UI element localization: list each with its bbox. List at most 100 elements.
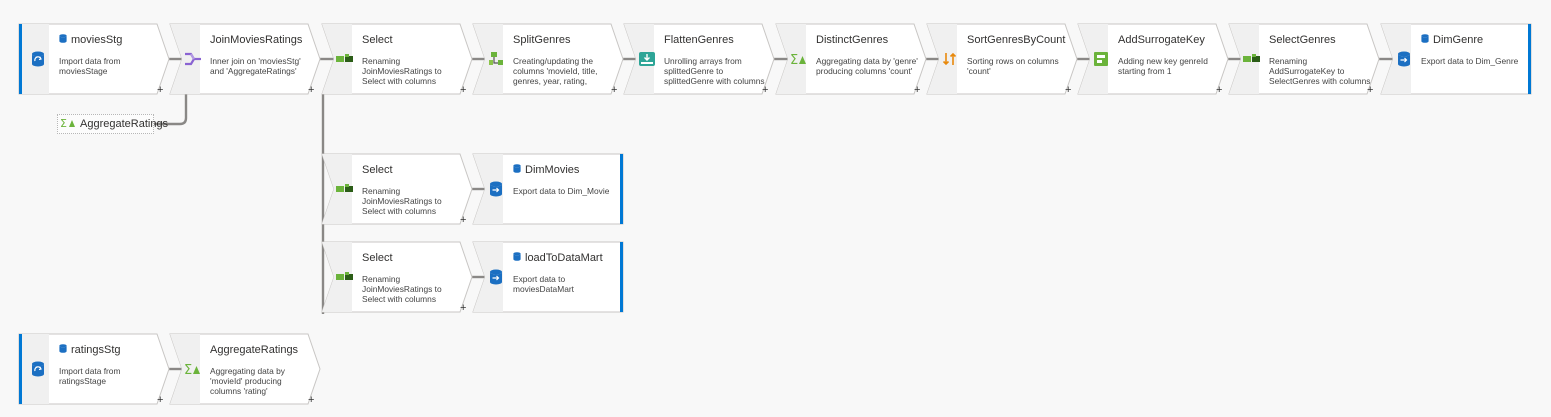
node-title-text: SelectGenres	[1269, 34, 1336, 46]
node-description: Sorting rows on columns 'count'	[967, 56, 1059, 76]
node-title: loadToDataMart	[513, 252, 603, 264]
svg-text:Σ: Σ	[790, 53, 798, 66]
node-title-text: SplitGenres	[513, 34, 571, 46]
node-shape	[775, 23, 927, 95]
source-icon	[23, 24, 53, 94]
node-description: Renaming JoinMoviesRatings to Select wit…	[362, 186, 442, 218]
node-title-text: Select	[362, 164, 393, 176]
aggregate-icon: Σ	[784, 24, 814, 94]
join-icon	[178, 24, 208, 94]
sink-icon	[481, 154, 511, 224]
node-title-text: AddSurrogateKey	[1118, 34, 1205, 46]
dataset-icon	[1421, 34, 1429, 46]
flatten-icon	[632, 24, 662, 94]
add-transform-button[interactable]: +	[157, 84, 164, 96]
select-icon	[330, 24, 360, 94]
node-description: Import data from ratingsStage	[59, 366, 121, 386]
node-shape	[472, 153, 624, 225]
add-transform-button[interactable]: +	[157, 394, 164, 406]
derived-column-icon	[481, 24, 511, 94]
node-title-text: FlattenGenres	[664, 34, 734, 46]
add-transform-button[interactable]: +	[611, 84, 618, 96]
add-transform-button[interactable]: +	[914, 84, 921, 96]
node-title-text: loadToDataMart	[525, 252, 603, 264]
add-transform-button[interactable]: +	[460, 214, 467, 226]
node-shape	[169, 333, 321, 405]
node-description: Export data to Dim_Movie	[513, 186, 610, 196]
node-title-text: AggregateRatings	[210, 344, 299, 356]
node-shape	[1380, 23, 1532, 95]
node-description: Inner join on 'moviesStg' and 'Aggregate…	[210, 56, 301, 76]
dataset-icon	[513, 164, 521, 176]
node-title: FlattenGenres	[664, 34, 734, 46]
select-icon	[1237, 24, 1267, 94]
add-transform-button[interactable]: +	[460, 84, 467, 96]
aggregate-icon: Σ	[60, 117, 78, 132]
node-title-text: Select	[362, 252, 393, 264]
node-title: SortGenresByCount	[967, 34, 1065, 46]
add-transform-button[interactable]: +	[1065, 84, 1072, 96]
node-title: SplitGenres	[513, 34, 570, 46]
node-title-text: DimMovies	[525, 164, 580, 176]
sink-icon	[481, 242, 511, 312]
node-shape	[472, 23, 624, 95]
svg-text:Σ: Σ	[184, 363, 192, 376]
svg-text:Σ: Σ	[60, 117, 67, 129]
node-title-text: DistinctGenres	[816, 34, 889, 46]
node-title: moviesStg	[59, 34, 122, 46]
node-title: SelectGenres	[1269, 34, 1336, 46]
select-icon	[330, 242, 360, 312]
add-transform-button[interactable]: +	[308, 394, 315, 406]
add-transform-button[interactable]: +	[308, 84, 315, 96]
node-description: Export data to moviesDataMart	[513, 274, 574, 294]
source-icon	[23, 334, 53, 404]
aggregate-icon: Σ	[178, 334, 208, 404]
node-description: Renaming JoinMoviesRatings to Select wit…	[362, 56, 442, 88]
node-title: DistinctGenres	[816, 34, 888, 46]
node-title: ratingsStg	[59, 344, 121, 356]
node-description: Export data to Dim_Genre	[1421, 56, 1519, 66]
add-transform-button[interactable]: +	[1216, 84, 1223, 96]
select-icon	[330, 154, 360, 224]
node-title-text: ratingsStg	[71, 344, 121, 356]
add-transform-button[interactable]: +	[460, 302, 467, 314]
reference-label: AggregateRatings	[80, 118, 169, 130]
sort-icon	[935, 24, 965, 94]
add-transform-button[interactable]: +	[1367, 84, 1374, 96]
node-title-text: moviesStg	[71, 34, 123, 46]
node-description: Import data from moviesStage	[59, 56, 121, 76]
node-title: DimMovies	[513, 164, 579, 176]
node-title: Select	[362, 252, 393, 264]
surrogate-key-icon	[1086, 24, 1116, 94]
node-title: AggregateRatings	[210, 344, 298, 356]
node-title: JoinMoviesRatings	[210, 34, 302, 46]
node-description: Unrolling arrays from splittedGenre to s…	[664, 56, 765, 88]
dataset-icon	[513, 252, 521, 264]
node-title: DimGenre	[1421, 34, 1483, 46]
node-title-text: JoinMoviesRatings	[210, 34, 303, 46]
node-title: Select	[362, 164, 393, 176]
aggregate-ratings-reference[interactable]: Σ AggregateRatings	[57, 114, 168, 134]
add-transform-button[interactable]: +	[762, 84, 769, 96]
node-description: Creating/updating the columns 'movieId, …	[513, 56, 598, 88]
node-title: AddSurrogateKey	[1118, 34, 1205, 46]
sink-icon	[1389, 24, 1419, 94]
node-shape	[1077, 23, 1229, 95]
node-description: Aggregating data by 'genre' producing co…	[816, 56, 918, 76]
